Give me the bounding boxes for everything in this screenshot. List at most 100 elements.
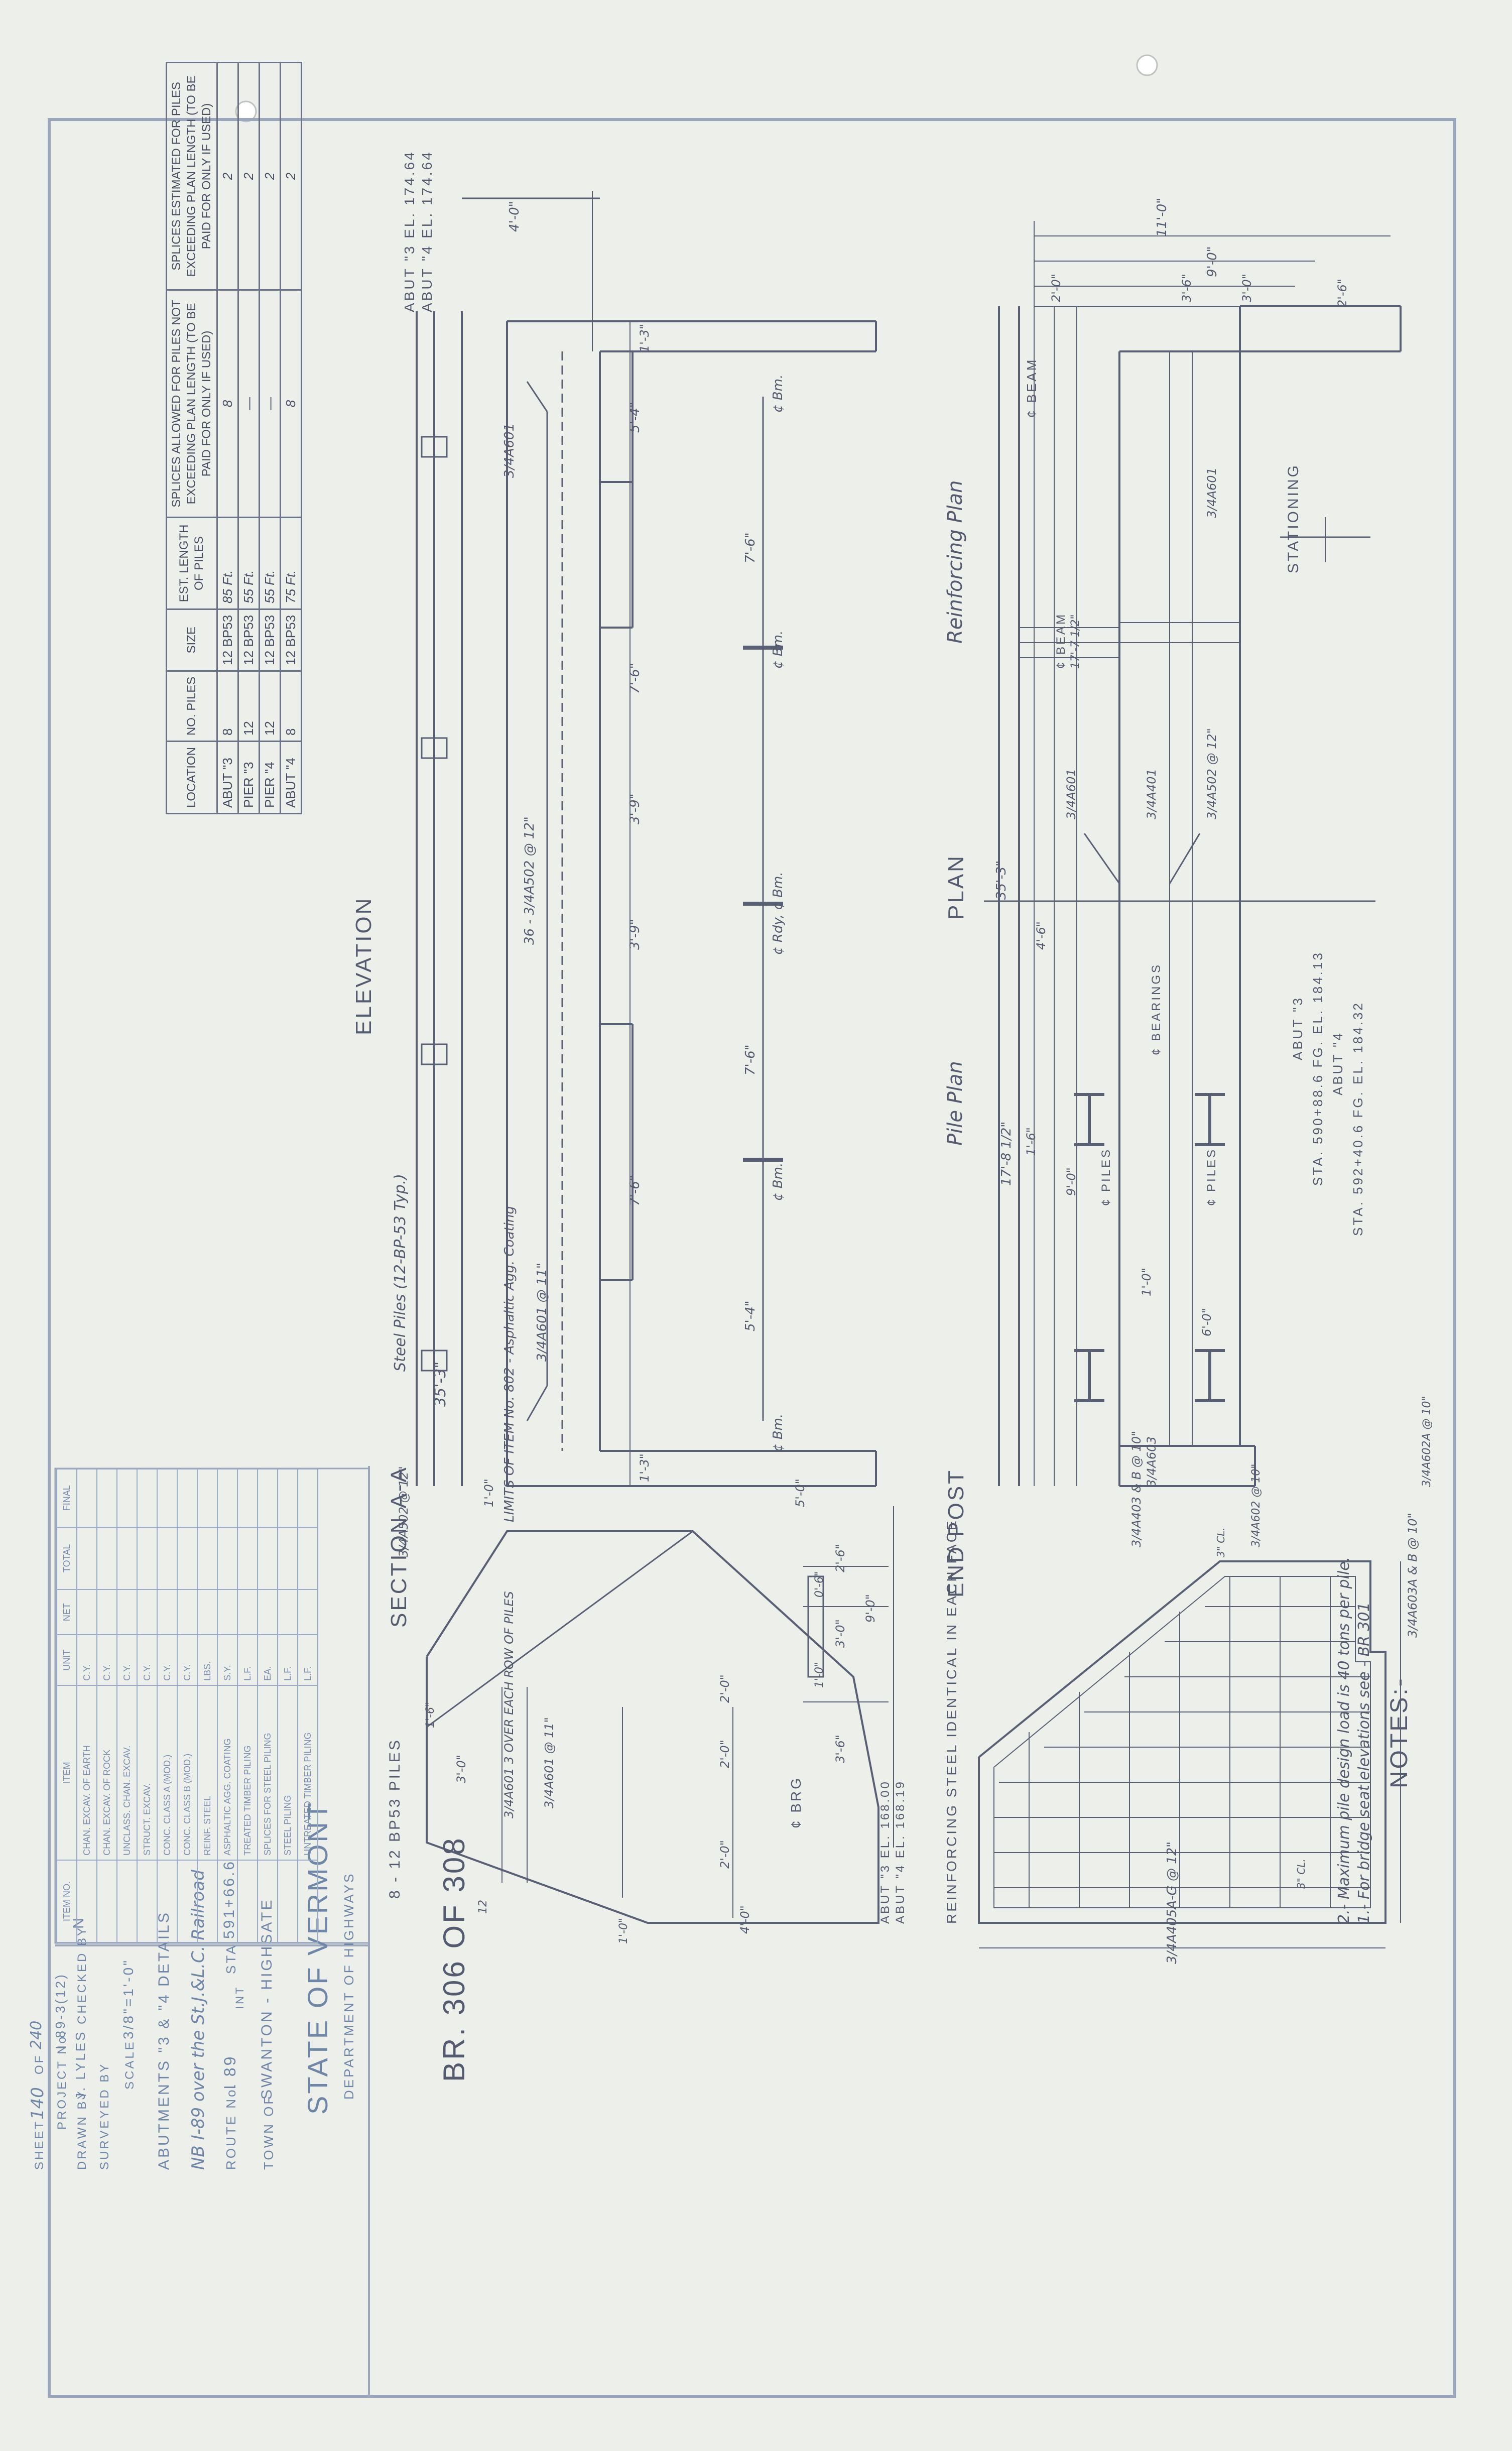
pile-table-header: SPLICES ESTIMATED FOR PILES EXCEEDING PL… xyxy=(166,62,217,290)
section-dim-40: 4'-0" xyxy=(738,1905,752,1934)
plan-dim-16: 1'-6" xyxy=(1024,1127,1038,1156)
plan-bar-5: 3/4A603 xyxy=(1145,1436,1159,1487)
elev-bm-4: ¢ Bm. xyxy=(771,1413,786,1452)
table-cell xyxy=(197,1527,217,1590)
table-cell xyxy=(97,1860,117,1942)
plan-total-dim: 35'-3" xyxy=(994,860,1009,900)
table-cell: 12 BP53 xyxy=(259,609,281,671)
table-cell xyxy=(97,1469,117,1527)
route-label: ROUTE No. xyxy=(223,2082,238,2170)
table-row: UNCLASS. CHAN. EXCAV.C.Y. xyxy=(117,1469,137,1942)
section-aa xyxy=(426,1506,894,1924)
table-cell: 2 xyxy=(217,62,238,290)
table-cell: 85 Ft. xyxy=(217,517,238,609)
steel-piles-label: Steel Piles (12-BP-53 Typ.) xyxy=(392,1174,409,1372)
table-cell xyxy=(157,1860,177,1942)
plan-dim-10: 1'-0" xyxy=(1140,1268,1154,1296)
table-cell: CHAN. EXCAV. OF EARTH xyxy=(77,1685,97,1860)
section-dim-16: 1'-6" xyxy=(424,1701,437,1728)
table-cell: REINF. STEEL xyxy=(197,1685,217,1860)
table-cell: UNTREATED TIMBER PILING xyxy=(298,1685,318,1860)
department-name: DEPARTMENT OF HIGHWAYS xyxy=(341,1872,356,2100)
table-cell xyxy=(77,1860,97,1942)
abut4-label: ABUT "4 xyxy=(1330,1031,1345,1095)
section-dim-26: 2'-6" xyxy=(833,1544,847,1572)
table-cell: CHAN. EXCAV. OF ROCK xyxy=(97,1685,117,1860)
endpost-cl-1: 3" CL. xyxy=(1215,1527,1227,1557)
surveyed-label: SURVEYED BY xyxy=(98,2062,111,2170)
table-cell: 12 xyxy=(259,671,281,742)
table-cell: CONC. CLASS A (MOD.) xyxy=(157,1685,177,1860)
table-cell: — xyxy=(259,290,281,518)
table-cell: LBS. xyxy=(197,1635,217,1685)
section-dim-30: 3'-0" xyxy=(833,1619,847,1648)
note-1: 1.- For bridge seat elevations see - BR … xyxy=(1355,1602,1373,1924)
elev-total-dim: 35'-3" xyxy=(432,1361,449,1407)
plan-bar-7: 3/4A602 @ 10" xyxy=(1250,1463,1263,1547)
table-cell: PIER "4 xyxy=(259,741,281,814)
scale-value: 3/8"=1'-0" xyxy=(120,1958,136,2039)
table-cell xyxy=(77,1589,97,1635)
plan-dim-174: 17'-8 1/2" xyxy=(999,1121,1014,1186)
plan-beam-dim: 17'-7 1/2" xyxy=(1069,614,1082,669)
table-row: STRUCT. EXCAV.C.Y. xyxy=(137,1469,157,1942)
elev-dim-e3: 1'-0" xyxy=(482,1479,496,1507)
section-dim-30b: 3'-0" xyxy=(454,1755,468,1783)
section-dim-12: 12 xyxy=(477,1900,489,1914)
drawn-value: J. LYLES xyxy=(73,2030,88,2100)
table-cell: UNCLASS. CHAN. EXCAV. xyxy=(117,1685,137,1860)
table-row: ABUT "3 8 12 BP53 85 Ft. 8 2 xyxy=(217,62,238,814)
plan-dim-11: 11'-0" xyxy=(1155,197,1170,237)
table-cell: L.F. xyxy=(298,1635,318,1685)
abut4-station: STA. 592+40.6 FG. EL. 184.32 xyxy=(1350,1001,1365,1236)
pile-table: LOCATION NO. PILES SIZE EST. LENGTH OF P… xyxy=(166,62,302,814)
table-cell xyxy=(137,1860,157,1942)
plan-dim-20: 2'-0" xyxy=(1049,274,1063,302)
section-dim-50: 5'-0" xyxy=(793,1479,807,1507)
table-cell: ASPHALTIC AGG. COATING xyxy=(217,1685,237,1860)
elev-dim-4: 3'-9" xyxy=(627,793,643,824)
sheet-title: BR. 306 OF 308 xyxy=(437,1836,471,2082)
qty-header: NET xyxy=(57,1589,77,1635)
detail-title: ABUTMENTS "3 & "4 DETAILS xyxy=(156,1911,172,2170)
table-cell xyxy=(278,1469,298,1527)
table-cell xyxy=(77,1469,97,1527)
endpost-cl-2: 3" CL. xyxy=(1295,1859,1307,1889)
table-cell xyxy=(217,1860,237,1942)
table-cell xyxy=(117,1527,137,1590)
table-cell: STRUCT. EXCAV. xyxy=(137,1685,157,1860)
table-cell: 2 xyxy=(238,62,260,290)
section-brg: ¢ BRG xyxy=(788,1776,804,1828)
table-cell xyxy=(237,1860,258,1942)
table-cell xyxy=(137,1469,157,1527)
endpost-bar-1: 3/4A603A & B @ 10" xyxy=(1406,1513,1420,1638)
plan-piles-2: ¢ PILES xyxy=(1205,1147,1218,1206)
elev-dim-2: 7'-6" xyxy=(743,532,758,563)
piles-note: 8 - 12 BP53 PILES xyxy=(387,1738,403,1899)
section-bar-1: 3/4A502 @ 12" xyxy=(397,1466,411,1557)
binder-hole xyxy=(235,100,257,122)
plan-dim-9: 9'-0" xyxy=(1205,246,1220,277)
table-cell xyxy=(157,1469,177,1527)
table-cell xyxy=(237,1469,258,1527)
table-cell xyxy=(177,1589,197,1635)
elev-dim-8: 5'-4" xyxy=(743,1300,758,1331)
project-value: I 89-3(12) xyxy=(53,1973,68,2049)
table-row: PIER "4 12 12 BP53 55 Ft. — 2 xyxy=(259,62,281,814)
table-cell: CONC. CLASS B (MOD.) xyxy=(177,1685,197,1860)
table-row: PIER "3 12 12 BP53 55 Ft. — 2 xyxy=(238,62,260,814)
table-cell xyxy=(97,1527,117,1590)
table-cell: C.Y. xyxy=(157,1635,177,1685)
elevation-view xyxy=(416,191,877,1487)
qty-header: TOTAL xyxy=(57,1527,77,1590)
section-dim-20b: 2'-0" xyxy=(718,1740,732,1768)
scale-label: SCALE xyxy=(123,2040,137,2090)
table-cell xyxy=(197,1589,217,1635)
table-cell xyxy=(298,1469,318,1527)
abut3-elevation: ABUT "3 EL. 174.64 xyxy=(402,150,417,312)
